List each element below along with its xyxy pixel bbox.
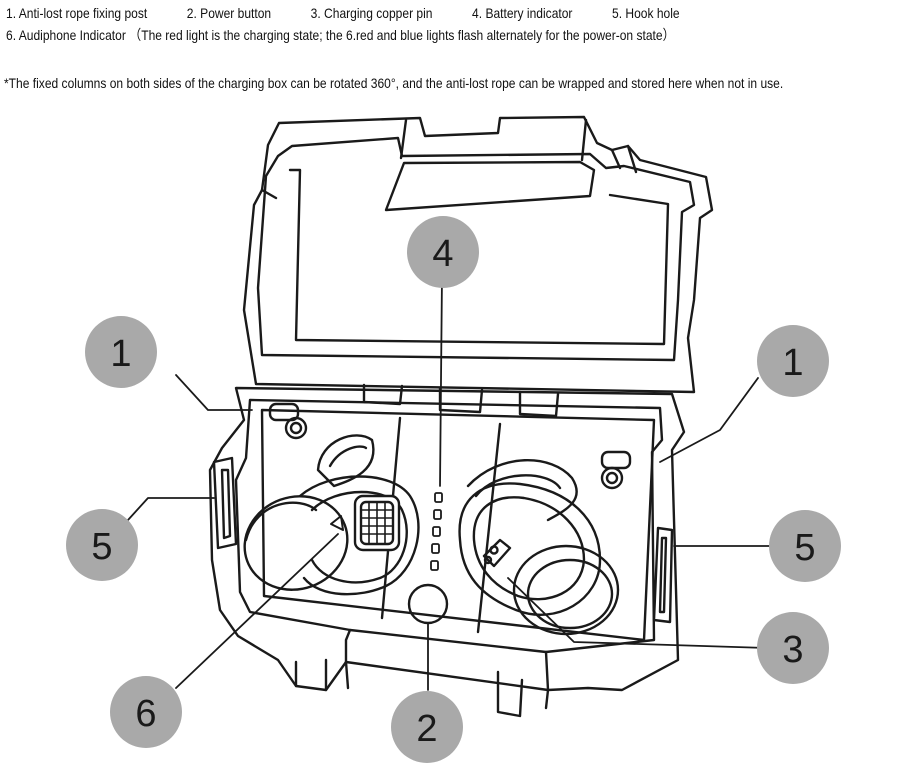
leader-line-3 — [507, 577, 769, 649]
leader-line-1-left — [175, 374, 253, 411]
power-button — [407, 583, 449, 625]
legend-row-2: 6. Audiphone Indicator （The red light is… — [6, 26, 783, 48]
legend-item-hook-hole: 5. Hook hole — [612, 5, 680, 21]
callout-1-left-label: 1 — [110, 333, 131, 375]
callout-2: 2 — [391, 691, 463, 763]
right-earbud — [458, 459, 620, 636]
callout-1-right-label: 1 — [782, 342, 803, 384]
hook-hole-left — [212, 456, 238, 550]
legend-item-audiphone-indicator: 6. Audiphone Indicator （The red light is… — [6, 27, 675, 43]
leader-line-5-left — [127, 497, 215, 521]
callout-3: 3 — [757, 612, 829, 684]
case-lid — [242, 115, 714, 418]
leader-line-6 — [175, 533, 339, 689]
callout-5-right-label: 5 — [794, 527, 815, 569]
legend-item-anti-lost-post: 1. Anti-lost rope fixing post — [6, 5, 148, 21]
leader-line-1-right — [659, 377, 759, 463]
legend: 1. Anti-lost rope fixing post 2. Power b… — [6, 4, 910, 48]
callout-6: 6 — [110, 676, 182, 748]
callout-3-label: 3 — [782, 629, 803, 671]
callout-5-left: 5 — [66, 509, 138, 581]
callout-2-label: 2 — [416, 708, 437, 750]
legend-item-power-button: 2. Power button — [186, 5, 272, 21]
hook-hole-right — [652, 526, 674, 624]
leader-lines — [127, 275, 771, 691]
callouts: 1 1 2 3 4 5 5 6 — [66, 216, 841, 763]
callout-4-label: 4 — [432, 233, 453, 275]
legend-row-1: 1. Anti-lost rope fixing post 2. Power b… — [6, 4, 783, 24]
battery-indicator-leds — [430, 492, 443, 571]
case-base — [208, 386, 686, 718]
legend-item-battery-indicator: 4. Battery indicator — [472, 5, 573, 21]
callout-6-label: 6 — [135, 693, 156, 735]
callout-4: 4 — [407, 216, 479, 288]
callout-1-left: 1 — [85, 316, 157, 388]
rope-post-left — [268, 402, 308, 440]
leader-line-4 — [439, 275, 443, 487]
callout-1-right: 1 — [757, 325, 829, 397]
callout-5-left-label: 5 — [91, 526, 112, 568]
rope-post-right — [600, 450, 632, 490]
left-earbud — [243, 434, 420, 596]
legend-item-charging-pin: 3. Charging copper pin — [310, 5, 433, 21]
callout-5-right: 5 — [769, 510, 841, 582]
usage-note: *The fixed columns on both sides of the … — [4, 75, 784, 91]
